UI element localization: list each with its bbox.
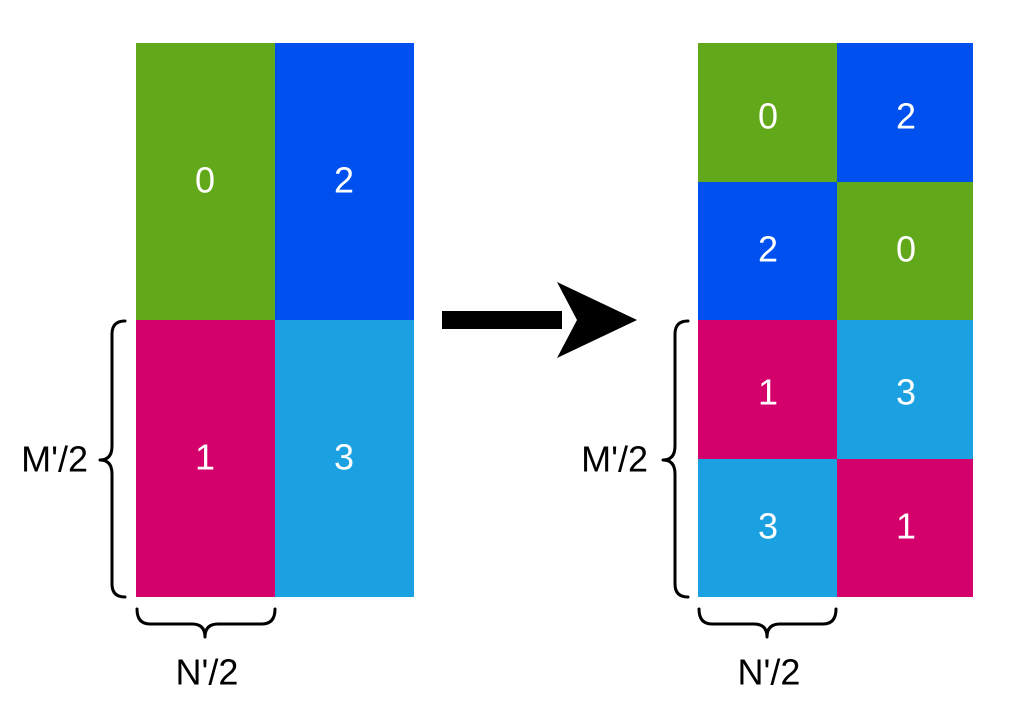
left-height-brace-icon [98,319,127,599]
right-cell-7 [837,459,973,597]
right-cell-4 [698,320,837,459]
left-grid: 0 2 1 3 [136,43,414,597]
right-height-brace-icon [661,319,690,599]
right-cell-4-label: 1 [758,372,778,413]
right-cell-2 [698,182,837,320]
left-cell-1-label: 2 [334,160,354,201]
right-cell-0 [698,43,837,182]
right-arrow-icon [442,282,637,358]
left-cell-0-label: 0 [195,160,215,201]
right-cell-3-label: 0 [896,229,916,270]
right-cell-2-label: 2 [758,229,778,270]
left-cell-0 [136,43,275,320]
right-cell-5-label: 3 [896,372,916,413]
right-cell-7-label: 1 [896,506,916,547]
left-cell-2-label: 1 [195,437,215,478]
right-cell-5 [837,320,973,459]
left-cell-3 [275,320,414,597]
left-width-brace-icon [135,607,277,639]
right-cell-1 [837,43,973,182]
right-height-label: M'/2 [581,439,648,480]
left-cell-3-label: 3 [334,437,354,478]
right-cell-1-label: 2 [896,96,916,137]
right-cell-6 [698,459,837,597]
right-cell-6-label: 3 [758,506,778,547]
right-grid: 0 2 2 0 1 3 3 1 [698,43,973,597]
right-width-brace-icon [697,607,838,639]
right-cell-0-label: 0 [758,96,778,137]
right-width-label: N'/2 [738,652,801,693]
left-height-label: M'/2 [21,439,88,480]
right-cell-3 [837,182,973,320]
left-cell-2 [136,320,275,597]
left-cell-1 [275,43,414,320]
left-width-label: N'/2 [176,652,239,693]
